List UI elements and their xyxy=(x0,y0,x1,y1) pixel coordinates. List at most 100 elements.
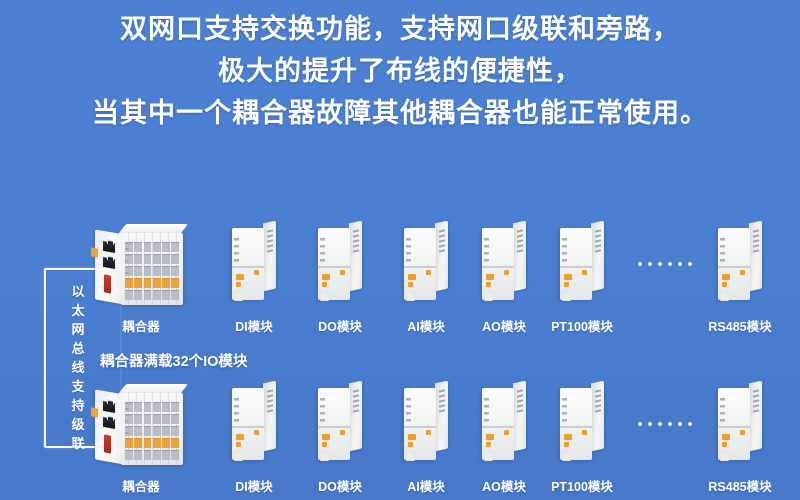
module-side-slots xyxy=(595,229,601,253)
module-front-face xyxy=(560,228,592,301)
ethernet-port-2[interactable] xyxy=(102,415,116,431)
device-caption: PT100模块 xyxy=(551,480,613,494)
module-seam xyxy=(560,266,592,268)
module-connector-slots xyxy=(234,398,239,424)
device-caption: AO模块 xyxy=(482,320,526,334)
device-slot-RS485模块: RS485模块 xyxy=(708,220,772,334)
module-side-slots xyxy=(753,389,759,413)
module-front-face xyxy=(232,388,264,461)
module-terminal-amber-2 xyxy=(722,442,727,447)
ethernet-port-1[interactable] xyxy=(102,239,116,255)
module-side-slots xyxy=(267,389,273,413)
device-slot-AI模块: AI模块 xyxy=(404,380,448,494)
coupler-device[interactable] xyxy=(91,382,189,468)
headline-block: 双网口支持交换功能，支持网口级联和旁路， 极大的提升了布线的便捷性， 当其中一个… xyxy=(0,8,800,134)
bracket-char-2: 网 xyxy=(71,322,85,337)
module-connector-slots xyxy=(406,238,411,264)
module-foot xyxy=(562,452,571,461)
io-module-device[interactable] xyxy=(482,380,526,464)
device-slot-AO模块: AO模块 xyxy=(482,380,526,494)
io-module-device[interactable] xyxy=(718,220,762,304)
module-terminal-amber-3 xyxy=(340,430,345,435)
module-terminal-amber-1 xyxy=(564,434,572,440)
device-caption: AI模块 xyxy=(407,480,445,494)
coupler-status-strip xyxy=(104,434,111,454)
device-caption: 耦合器 xyxy=(122,320,160,334)
module-seam xyxy=(560,426,592,428)
module-foot xyxy=(320,452,329,461)
module-terminal-amber-3 xyxy=(504,270,509,275)
device-caption: RS485模块 xyxy=(708,320,772,334)
module-front-face xyxy=(404,388,436,461)
module-seam xyxy=(482,266,514,268)
module-connector-slots xyxy=(562,238,567,264)
device-caption: DO模块 xyxy=(318,480,362,494)
module-terminal-amber-2 xyxy=(486,282,491,287)
device-slot-RS485模块: RS485模块 xyxy=(708,380,772,494)
device-slot-AO模块: AO模块 xyxy=(482,220,526,334)
io-module-device[interactable] xyxy=(482,220,526,304)
module-terminal-amber-1 xyxy=(486,434,494,440)
ethernet-cascade-bracket: 以 太 网 总 线 支 持 级 联 xyxy=(44,268,120,451)
io-module-device[interactable] xyxy=(404,220,448,304)
module-seam xyxy=(318,426,350,428)
module-terminal-amber-1 xyxy=(722,274,730,280)
bracket-char-0: 以 xyxy=(71,284,85,299)
module-side-slots xyxy=(439,229,445,253)
module-front-face xyxy=(318,228,350,301)
module-side-slots xyxy=(517,229,523,253)
io-module-device[interactable] xyxy=(232,380,276,464)
coupler-orange-tab xyxy=(91,247,98,258)
device-slot-PT100模块: PT100模块 xyxy=(551,220,613,334)
ethernet-port-2[interactable] xyxy=(102,255,116,271)
device-slot-PT100模块: PT100模块 xyxy=(551,380,613,494)
coupler-device[interactable] xyxy=(91,222,189,308)
module-side-slots xyxy=(267,229,273,253)
module-connector-slots xyxy=(484,398,489,424)
ethernet-port-1[interactable] xyxy=(102,399,116,415)
io-module-device[interactable] xyxy=(404,380,448,464)
io-module-device[interactable] xyxy=(560,220,604,304)
module-terminal-amber-1 xyxy=(322,434,330,440)
module-seam xyxy=(232,426,264,428)
device-caption: DI模块 xyxy=(235,320,273,334)
module-seam xyxy=(232,266,264,268)
module-connector-slots xyxy=(320,238,325,264)
io-module-device[interactable] xyxy=(560,380,604,464)
module-terminal-amber-1 xyxy=(564,274,572,280)
device-caption: AI模块 xyxy=(407,320,445,334)
module-terminal-amber-1 xyxy=(236,274,244,280)
module-terminal-amber-2 xyxy=(408,282,413,287)
module-front-face xyxy=(718,228,750,301)
coupler-led-strip xyxy=(125,242,129,276)
module-terminal-amber-1 xyxy=(486,274,494,280)
device-slot-AI模块: AI模块 xyxy=(404,220,448,334)
bracket-vertical-label: 以 太 网 总 线 支 持 级 联 xyxy=(68,282,88,453)
module-terminal-amber-1 xyxy=(722,434,730,440)
io-module-device[interactable] xyxy=(232,220,276,304)
module-foot xyxy=(720,292,729,301)
module-terminal-amber-2 xyxy=(486,442,491,447)
module-front-face xyxy=(718,388,750,461)
module-terminal-amber-2 xyxy=(322,442,327,447)
module-terminal-amber-3 xyxy=(582,430,587,435)
bracket-char-7: 级 xyxy=(71,417,85,432)
io-module-device[interactable] xyxy=(318,380,362,464)
io-module-device[interactable] xyxy=(318,220,362,304)
module-seam xyxy=(718,426,750,428)
headline-line-2: 极大的提升了布线的便捷性， xyxy=(218,56,582,86)
coupler-led-strip xyxy=(125,402,129,436)
module-foot xyxy=(484,292,493,301)
headline-line-1: 双网口支持交换功能，支持网口级联和旁路， xyxy=(120,14,680,44)
module-terminal-amber-2 xyxy=(322,282,327,287)
module-connector-slots xyxy=(720,238,725,264)
module-terminal-amber-3 xyxy=(504,430,509,435)
device-caption: PT100模块 xyxy=(551,320,613,334)
module-terminal-amber-3 xyxy=(426,270,431,275)
io-module-device[interactable] xyxy=(718,380,762,464)
bracket-char-1: 太 xyxy=(71,303,85,318)
module-side-slots xyxy=(353,389,359,413)
device-caption: 耦合器 xyxy=(122,480,160,494)
